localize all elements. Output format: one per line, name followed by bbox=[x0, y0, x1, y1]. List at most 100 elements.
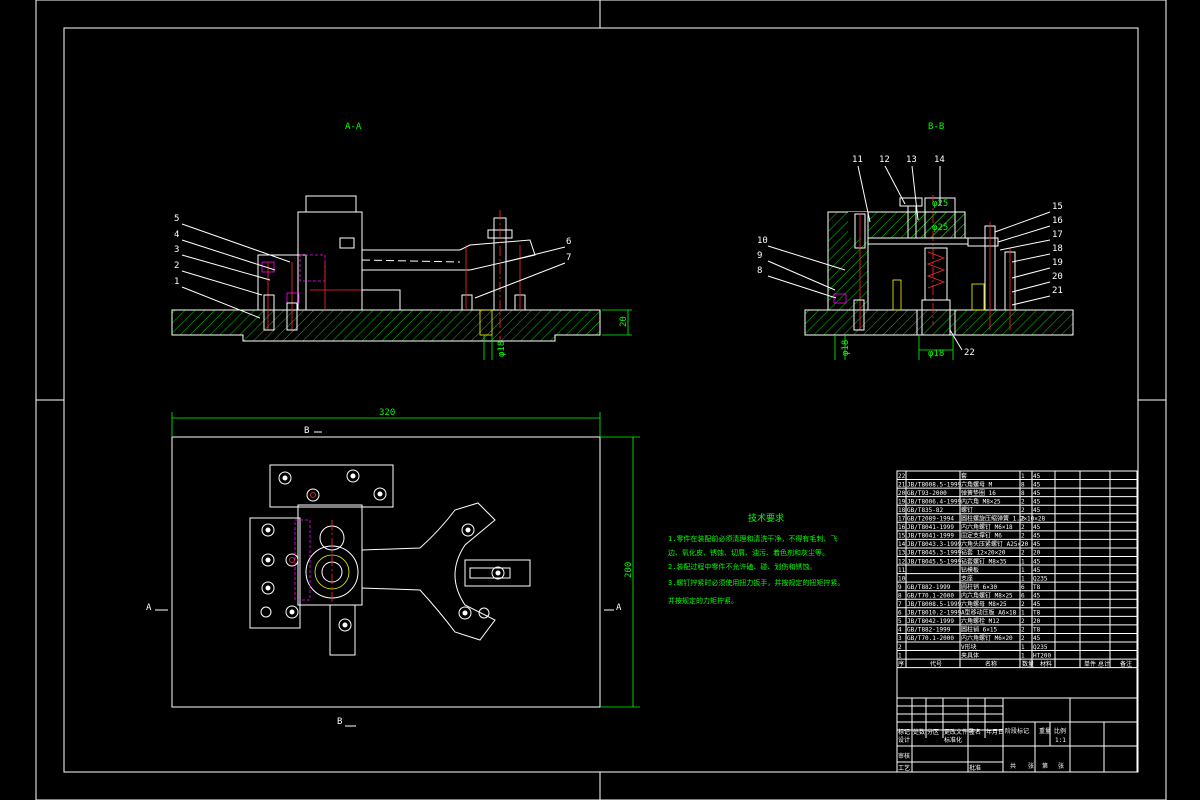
tb-weight: 重量 bbox=[1039, 727, 1051, 735]
bom-cell: 3 bbox=[898, 635, 902, 642]
bom-cell: 18 bbox=[898, 507, 906, 514]
tb-design: 设计 bbox=[898, 736, 910, 744]
bom-cell: 7 bbox=[898, 601, 902, 608]
bom-cell: 22 bbox=[898, 473, 906, 480]
bom-cell: JB/T8008.5-1999 bbox=[907, 481, 962, 488]
bom-header-cell: 名称 bbox=[985, 660, 997, 668]
bom-cell: 20 bbox=[1033, 618, 1041, 625]
bom-cell: 4 bbox=[898, 627, 902, 634]
tb-scale: 比例 bbox=[1054, 727, 1066, 735]
bom-cell: JB/T8010.2-1999 bbox=[907, 610, 962, 617]
bom-cell: V形块 bbox=[961, 643, 977, 651]
tb-zone: 分区 bbox=[927, 728, 939, 736]
bom-cell: 6 bbox=[1021, 592, 1025, 599]
bom-cell: 1 bbox=[1021, 610, 1025, 617]
tech-note-4: 3.螺钉拧紧时必须使用扭力扳手，并按规定的扭矩拧紧。 bbox=[668, 578, 844, 587]
tb-sheet-1: 共 bbox=[1010, 762, 1016, 770]
bom-cell: 圆柱销 6×15 bbox=[961, 626, 997, 634]
bom-cell: 六角头压紧螺钉 A25×20 bbox=[961, 540, 1029, 548]
tb-sheet-3: 第 bbox=[1042, 762, 1048, 770]
tech-note-5: 并按规定的力矩拧紧。 bbox=[668, 596, 738, 605]
marker-b-bottom: B bbox=[337, 717, 342, 727]
bom-cell: 1 bbox=[1021, 575, 1025, 582]
bom-cell: 19 bbox=[898, 498, 906, 505]
section-b-label: B-B bbox=[928, 122, 944, 132]
bom-cell: 2 bbox=[1021, 627, 1025, 634]
bom-cell: 1 bbox=[1021, 567, 1025, 574]
bom-cell: GB/T2089-1994 bbox=[907, 516, 954, 523]
bom-cell: 弹簧垫圈 16 bbox=[961, 489, 996, 497]
bom-cell: JB/T8045.5-1999 bbox=[907, 558, 962, 565]
bom-cell: Q235 bbox=[1033, 575, 1048, 582]
bom-cell: 6 bbox=[1021, 584, 1025, 591]
bom-header-cell: 代号 bbox=[930, 660, 942, 668]
balloon-a-1: 1 bbox=[174, 277, 179, 287]
section-b-dimensions: φ18 φ18 φ25 φ25 bbox=[834, 199, 954, 360]
bom-cell: 圆柱螺旋压缩弹簧 1.2×10×28 bbox=[961, 515, 1046, 523]
plan-view: 320 200 A A B B bbox=[146, 408, 640, 727]
balloon-a-4: 4 bbox=[174, 230, 179, 240]
tb-standard: 标准化 bbox=[944, 736, 962, 744]
tb-sign: 签名 bbox=[969, 728, 981, 736]
bom-cell: JB/T8041-1999 bbox=[907, 533, 954, 540]
section-a-dimensions: 20 φ18 bbox=[483, 309, 632, 360]
section-a-view bbox=[171, 195, 601, 342]
bom-header-cell: 备注 bbox=[1120, 660, 1132, 668]
balloon-a-7: 7 bbox=[566, 253, 571, 263]
bom-cell: 45 bbox=[1033, 490, 1041, 497]
dim-hole-b1: φ18 bbox=[841, 340, 851, 356]
tech-note-1: 1.零件在装配前必须清理和清洗干净，不得有毛刺、飞 bbox=[668, 534, 837, 543]
bom-cell: JB/T8008.5-1999 bbox=[907, 601, 962, 608]
bom-cell: 45 bbox=[1033, 635, 1041, 642]
section-b-balloons: 11 12 13 14 10 9 8 15 16 17 18 19 20 21 … bbox=[757, 155, 1063, 358]
bom-cell: 六角螺栓 M12 bbox=[961, 617, 1000, 625]
balloon-b-19: 19 bbox=[1052, 258, 1063, 268]
tb-stage: 阶段标记 bbox=[1005, 727, 1029, 735]
bom-cell: 2 bbox=[1021, 635, 1025, 642]
bom-cell: 内六角螺钉 M8×25 bbox=[961, 591, 1013, 599]
tb-scale-value: 1:1 bbox=[1055, 737, 1066, 744]
marker-a-right: A bbox=[616, 603, 622, 613]
bom-cell: JB/T8042-1999 bbox=[907, 618, 954, 625]
balloon-b-18: 18 bbox=[1052, 244, 1063, 254]
bom-cell: 2 bbox=[1021, 524, 1025, 531]
bom-cell: 钻套 12×20×20 bbox=[961, 549, 1006, 557]
bom-cell: 固定支撑钉 M6 bbox=[961, 532, 1002, 540]
balloon-b-13: 13 bbox=[906, 155, 917, 165]
marker-a-left: A bbox=[146, 603, 152, 613]
bom-cell: JB/T8043.3-1999 bbox=[907, 541, 962, 548]
tb-sheet-2: 张 bbox=[1028, 762, 1034, 770]
bom-cell: 13 bbox=[898, 550, 906, 557]
bom-cell: T8 bbox=[1033, 610, 1041, 617]
bom-cell: 2 bbox=[1021, 507, 1025, 514]
title-block: 标记 处数 分区 更改文件号 签名 年月日 设计 标准化 审核 工艺 批准 阶段… bbox=[896, 697, 1138, 773]
bom-cell: 20 bbox=[898, 490, 906, 497]
bom-cell: 螺钉 bbox=[961, 506, 973, 514]
sheet-border bbox=[35, 0, 1167, 800]
bom-header-cell: 数量 bbox=[1022, 660, 1034, 668]
bom-cell: 45 bbox=[1033, 498, 1041, 505]
tb-count: 处数 bbox=[913, 728, 925, 736]
bom-cell: 17 bbox=[898, 516, 906, 523]
balloon-b-20: 20 bbox=[1052, 272, 1063, 282]
bom-cell: T8 bbox=[1033, 627, 1041, 634]
bom-cell: 2 bbox=[1021, 601, 1025, 608]
bom-cell: 钻模板 bbox=[961, 566, 979, 574]
bom-cell: 45 bbox=[1033, 473, 1041, 480]
dim-height: 200 bbox=[624, 562, 634, 578]
section-a-balloons: 5 4 3 2 1 6 7 bbox=[174, 214, 571, 319]
bom-cell: 14 bbox=[898, 541, 906, 548]
balloon-b-22: 22 bbox=[964, 348, 975, 358]
marker-b-top: B bbox=[304, 426, 309, 436]
bom-cell: 1 bbox=[1021, 558, 1025, 565]
bom-header-cell: 材料 bbox=[1040, 660, 1052, 668]
bom-cell: GB/T882-1999 bbox=[907, 584, 951, 591]
balloon-a-6: 6 bbox=[566, 237, 571, 247]
bom-cell: 2 bbox=[1021, 498, 1025, 505]
bom-cell: 2 bbox=[1021, 541, 1025, 548]
bom-cell: 8 bbox=[898, 592, 902, 599]
tb-approve: 批准 bbox=[969, 764, 981, 772]
bom-cell: 内六角 M8×25 bbox=[961, 497, 1001, 505]
